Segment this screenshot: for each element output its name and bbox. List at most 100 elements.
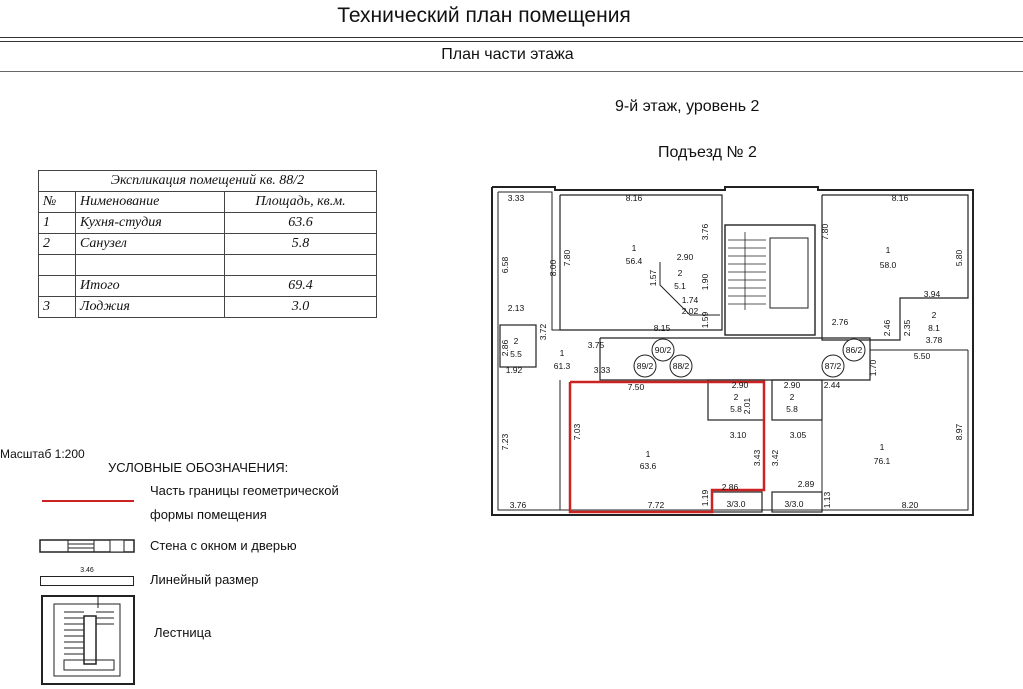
dimension-label: 8.15 [654, 323, 671, 333]
divider [0, 41, 1023, 42]
dimension-label: 3.33 [594, 365, 611, 375]
dimension-label: 2.89 [798, 479, 815, 489]
room-number: 1 [560, 348, 565, 358]
room-number: 2 [734, 392, 739, 402]
entrance-label: Подъезд № 2 [658, 144, 757, 161]
dimension-label: 7.03 [572, 423, 582, 440]
legend-boundary-line [42, 500, 134, 502]
dimension-label: 2.76 [832, 317, 849, 327]
floor-level: 9-й этаж, уровень 2 [615, 98, 760, 115]
room-area-label: 58.0 [880, 260, 897, 270]
dimension-label: 8.16 [626, 193, 643, 203]
dimension-label: 3.42 [770, 449, 780, 466]
room-number: 2 [790, 392, 795, 402]
apartment-number: 89/2 [637, 361, 654, 371]
apartment-number: 90/2 [655, 345, 672, 355]
dimension-label: 3.72 [538, 323, 548, 340]
dimension-label: 2.46 [882, 319, 892, 336]
legend-wall-label: Стена с окном и дверью [150, 538, 297, 553]
dimension-label: 3.76 [700, 223, 710, 240]
divider [0, 37, 1023, 38]
dimension-label: 3.75 [588, 340, 605, 350]
table-row: 2 Санузел 5.8 [38, 233, 377, 255]
dimension-label: 3.10 [730, 430, 747, 440]
dimension-label: 2.44 [824, 380, 841, 390]
explication-header-row: № Нименование Площадь, кв.м. [38, 191, 377, 213]
room-area-label: 56.4 [626, 256, 643, 266]
room-number: 1 [646, 449, 651, 459]
legend-stairs-symbol [41, 595, 135, 685]
scale-label: Масштаб 1:200 [0, 447, 85, 461]
apartment-number: 88/2 [673, 361, 690, 371]
loggia-label: 3/3.0 [785, 499, 804, 509]
legend-dimension-label: Линейный размер [150, 572, 259, 587]
legend-dimension-sample: 3.46 [80, 567, 94, 574]
apartment-number: 87/2 [825, 361, 842, 371]
room-area-label: 8.1 [928, 323, 940, 333]
section-subtitle: План части этажа [441, 46, 574, 63]
dimension-label: 3.76 [510, 500, 527, 510]
divider [0, 71, 1023, 72]
apartment-boundary [568, 380, 766, 514]
dimension-label: 8.00 [548, 259, 558, 276]
legend-dimension-symbol [40, 576, 134, 586]
table-row: Итого 69.4 [38, 275, 377, 297]
explication-table: Экспликация помещений кв. 88/2 № Нименов… [38, 170, 377, 318]
room-number: 1 [632, 243, 637, 253]
dimension-label: 1.19 [700, 489, 710, 506]
room-number: 1 [880, 442, 885, 452]
dimension-label: 7.23 [500, 433, 510, 450]
room-number: 2 [514, 336, 519, 346]
legend-boundary-label-2: формы помещения [150, 507, 267, 522]
room-area-label: 5.8 [730, 404, 742, 414]
dimension-label: 7.72 [648, 500, 665, 510]
dimension-label: 5.80 [954, 249, 964, 266]
dimension-label: 1.57 [648, 269, 658, 286]
room-area-label: 63.6 [640, 461, 657, 471]
legend-title: УСЛОВНЫЕ ОБОЗНАЧЕНИЯ: [108, 460, 289, 475]
dimension-label: 1.70 [868, 359, 878, 376]
dimension-label: 5.50 [914, 351, 931, 361]
room-area: 3.0 [224, 296, 377, 318]
dimension-label: 1.13 [822, 491, 832, 508]
dimension-label: 2.90 [784, 380, 801, 390]
dimension-label: 3.43 [752, 449, 762, 466]
column-header: Площадь, кв.м. [224, 191, 377, 213]
dimension-label: 1.59 [700, 311, 710, 328]
room-number: 2 [932, 310, 937, 320]
legend-boundary-label-1: Часть границы геометрической [150, 483, 339, 498]
dimension-label: 1.74 [682, 295, 699, 305]
dimension-label: 8.20 [902, 500, 919, 510]
dimension-label: 1.92 [506, 365, 523, 375]
room-area-label: 61.3 [554, 361, 571, 371]
dimension-label: 6.58 [500, 256, 510, 273]
dimension-label: 1.90 [700, 273, 710, 290]
dimension-label: 2.90 [732, 380, 749, 390]
loggia-label: 3/3.0 [727, 499, 746, 509]
dimension-label: 2.90 [677, 252, 694, 262]
dimension-label: 8.97 [954, 423, 964, 440]
building-outline [491, 186, 974, 516]
dimension-label: 3.33 [508, 193, 525, 203]
page-title: Технический план помещения [337, 4, 631, 27]
room-area-label: 5.1 [674, 281, 686, 291]
room-area-label: 5.5 [510, 349, 522, 359]
room-area-label: 76.1 [874, 456, 891, 466]
dimension-label: 2.13 [508, 303, 525, 313]
dimension-label: 7.80 [820, 223, 830, 240]
legend-wall-symbol [39, 539, 135, 553]
dimension-label: 3.78 [926, 335, 943, 345]
table-row: 3 Лоджия 3.0 [38, 296, 377, 318]
legend-stairs-label: Лестница [154, 625, 212, 640]
room-area-label: 5.8 [786, 404, 798, 414]
room-number: 1 [886, 245, 891, 255]
dimension-label: 8.16 [892, 193, 909, 203]
dimension-label: 7.50 [628, 382, 645, 392]
apartment-number: 86/2 [846, 345, 863, 355]
dimension-label: 2.86 [722, 482, 739, 492]
dimension-label: 2.86 [500, 339, 510, 356]
room-area: 63.6 [224, 212, 377, 234]
dimension-label: 2.01 [742, 397, 752, 414]
dimension-label: 7.80 [562, 249, 572, 266]
